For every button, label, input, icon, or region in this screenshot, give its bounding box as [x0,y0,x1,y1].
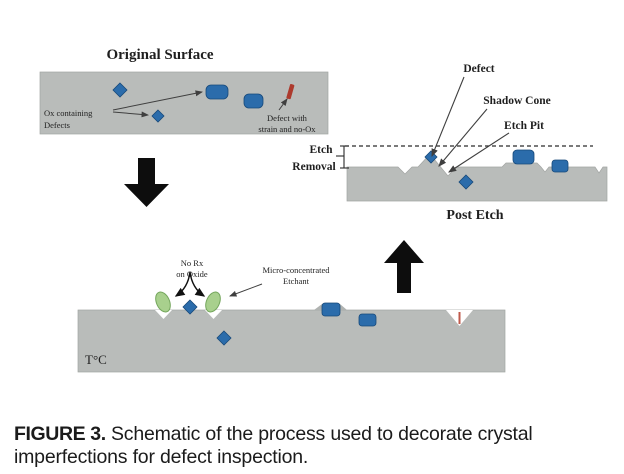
annotation-arrow [438,108,488,167]
no-rx-label-line1: No Rx [181,258,204,268]
annotation-arrow [431,76,465,158]
etchant-label-line1: Micro-concentrated [262,265,330,275]
etch-notch [155,310,172,319]
defect-particle [551,159,569,173]
oxide-blob-icon [155,291,171,313]
post-etch-panel: Etch Removal Defect Shadow Cone Etch Pit… [292,63,608,223]
ox-defects-label-line1: Ox containing [44,108,93,118]
defect-diamond-surface [182,299,198,315]
ox-defects-label-line2: Defects [44,120,70,130]
annotation-arrow [448,132,510,173]
defect-particle [205,84,229,100]
annotation-arrow [278,98,288,111]
temperature-label: T°C [85,352,107,367]
etch-removal-label-line2: Removal [292,161,335,173]
process-diagram: Original Surface Ox containing Defects D… [39,47,608,373]
etch-pit-callout-label: Etch Pit [504,120,544,132]
etched-substrate [346,153,608,202]
defect-diamond [458,174,474,190]
heated-substrate [77,309,506,373]
defect-callout-label: Defect [463,63,494,75]
defect-diamond [112,82,128,98]
defect-diamond [216,330,232,346]
figure-caption-text: Schematic of the process used to decorat… [14,423,533,468]
etch-removal-label-line1: Etch [310,144,334,156]
no-rx-label-line2: on Oxide [176,269,208,279]
process-arrow-down-icon [124,158,169,207]
etchant-label-line2: Etchant [283,276,310,286]
etch-removal-bracket [336,145,349,169]
defect-particle [512,149,535,165]
defect-particle [321,302,341,317]
original-surface-panel: Original Surface Ox containing Defects D… [39,47,329,135]
defect-particle [358,313,377,327]
strain-defect-label-line2: strain and no-Ox [258,124,316,134]
strain-defect-label-line1: Defect with [267,113,308,123]
oxide-blob-icon [205,291,221,313]
annotation-arrow [112,111,149,118]
figure-caption: FIGURE 3. Schematic of the process used … [14,423,614,469]
defect-diamond [151,109,165,123]
defect-particle [243,93,264,109]
original-surface-substrate [39,71,329,135]
original-surface-title: Original Surface [106,47,213,63]
strained-defect-mark [286,83,295,100]
etchant-flow-arrow [189,271,206,297]
etchant-flow-arrow [174,271,191,297]
shadow-cone-callout-label: Shadow Cone [483,95,550,107]
decoration-panel: No Rx on Oxide Micro-concentrated Etchan… [77,258,506,373]
annotation-arrow [112,90,203,111]
post-etch-title: Post Etch [446,208,503,223]
annotation-arrow [229,283,263,297]
process-arrow-up-icon [384,240,424,293]
figure-caption-label: FIGURE 3. [14,423,106,445]
